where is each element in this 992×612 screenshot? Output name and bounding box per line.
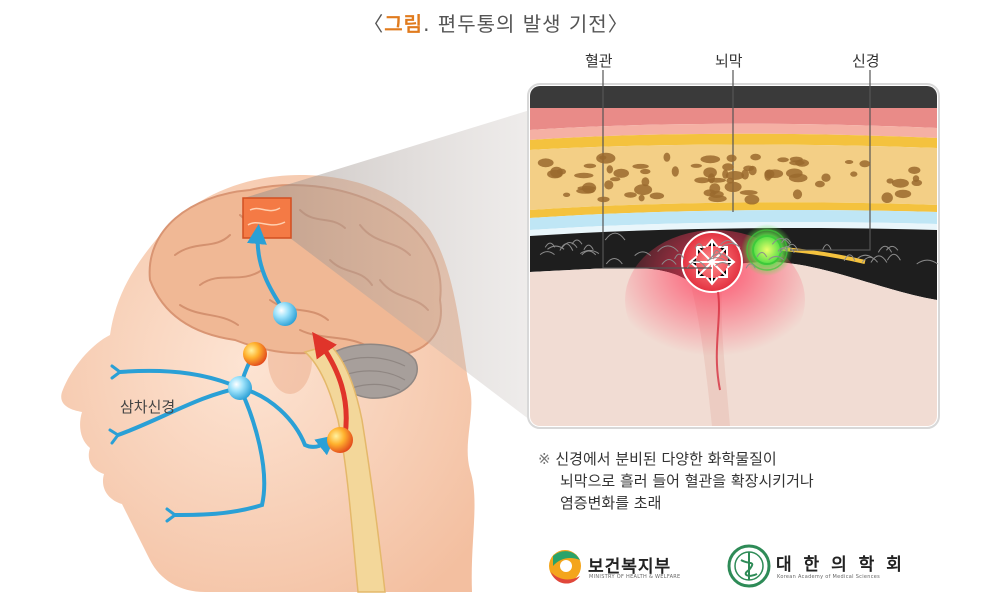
note-line-2: 뇌막으로 흘러 들어 혈관을 확장시키거나 <box>560 472 814 490</box>
ministry-logo-subtitle: MINISTRY OF HEALTH & WELFARE <box>589 574 681 580</box>
explanation-note: ※ 신경에서 분비된 다양한 화학물질이 뇌막으로 흘러 들어 혈관을 확장시키… <box>538 448 958 514</box>
note-marker: ※ <box>538 450 551 468</box>
note-line-3: 염증변화를 초래 <box>560 494 662 512</box>
academy-logo-name: 대 한 의 학 회 <box>776 555 905 575</box>
node-orange-upper <box>243 342 267 366</box>
nerve-release-glow <box>741 224 793 276</box>
label-trigeminal-nerve: 삼차신경 <box>120 398 176 416</box>
inset-panel <box>527 70 940 429</box>
brainstem <box>303 344 386 593</box>
note-line-1: 신경에서 분비된 다양한 화학물질이 <box>555 450 777 468</box>
label-meninges: 뇌막 <box>715 52 743 70</box>
dilation-arrows <box>688 238 736 286</box>
zoom-cone <box>244 110 530 420</box>
meninges-layer <box>530 210 937 230</box>
label-vessel: 혈관 <box>585 52 613 70</box>
node-blue-upper <box>273 302 297 326</box>
ministry-logo-name: 보건복지부 <box>588 557 672 577</box>
academy-logo-subtitle: Korean Academy of Medical Sciences <box>777 574 881 580</box>
node-blue-ganglion <box>228 376 252 400</box>
zoom-square <box>242 197 292 239</box>
figure-title-accent: 그림 <box>384 12 424 36</box>
node-orange-lower <box>327 427 353 453</box>
label-nerve: 신경 <box>852 52 880 70</box>
ascending-pathway <box>312 331 349 439</box>
figure-title: 〈그림. 편두통의 발생 기전〉 <box>363 12 629 36</box>
